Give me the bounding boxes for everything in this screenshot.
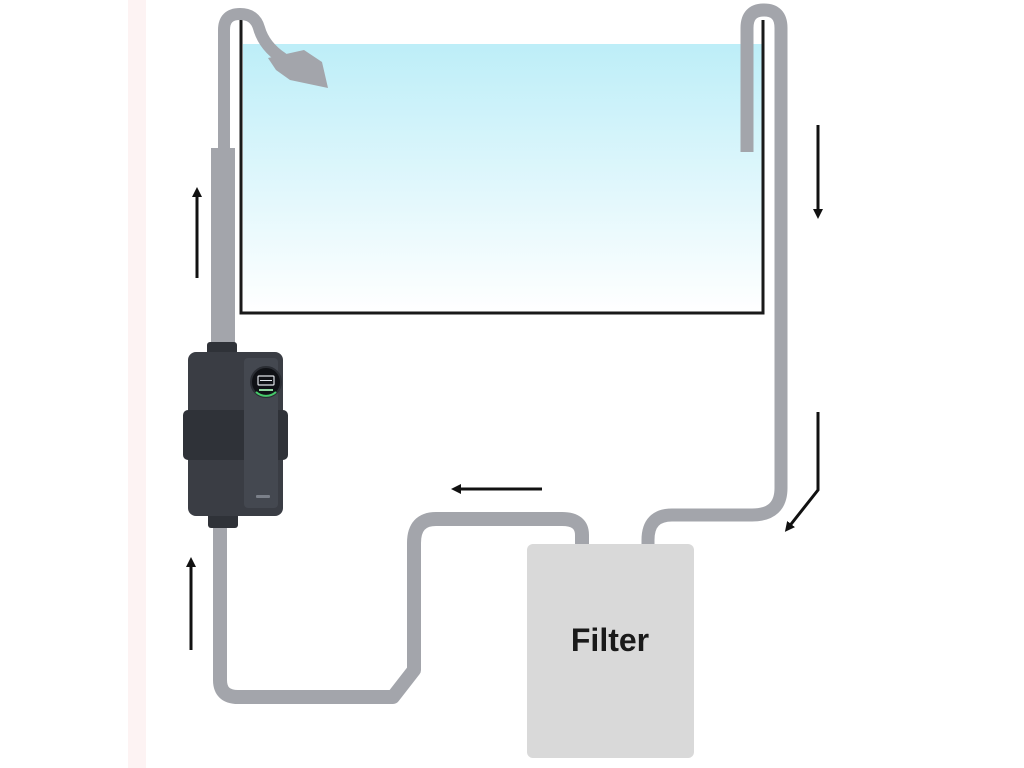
intake-pipe [641,3,788,548]
pump-brand-mark [256,495,270,498]
pump-unit [183,342,288,528]
flow-arrow-icon [784,412,820,532]
pump-display-ring [255,391,277,397]
pump-display-digits [257,375,275,386]
filter-label: Filter [571,622,649,658]
pump-display-bar [259,389,273,391]
tank-outline [239,20,765,315]
outflow-pipe [213,512,589,704]
tank-water [243,44,763,312]
left-edge-strip [128,0,146,768]
return-pipe-sleeve [211,148,235,348]
pump-display [250,366,282,398]
filter-box [527,544,694,758]
return-pipe [218,7,288,354]
return-outlet-nozzle [268,50,328,88]
